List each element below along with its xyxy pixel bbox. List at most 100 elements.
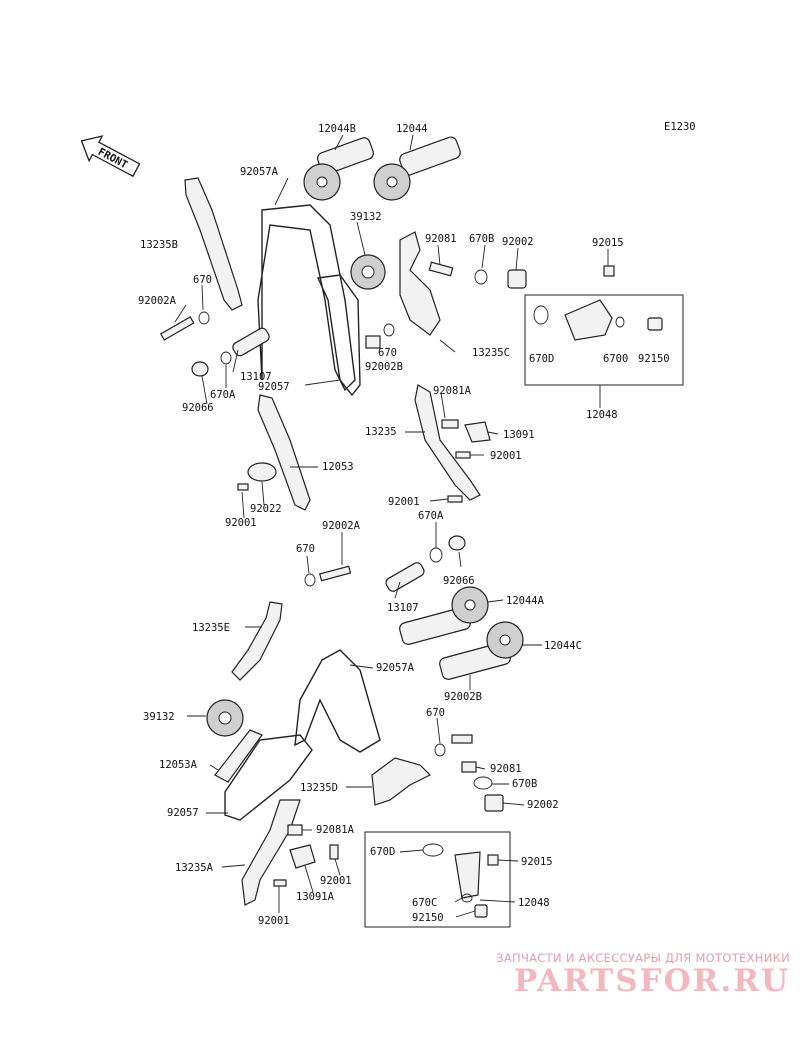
bolt-92002b-bot	[451, 734, 473, 744]
front-arrow: FRONT	[80, 135, 141, 178]
oring-670b-bot	[473, 776, 493, 790]
label-12053a: 12053A	[159, 759, 198, 771]
plug-92066-top	[191, 361, 209, 377]
spring-92081a-top	[441, 419, 459, 429]
camshaft-12044a	[399, 586, 489, 645]
camshaft-12044	[373, 136, 461, 201]
bolt-92015-top	[603, 265, 615, 277]
label-92022: 92022	[250, 503, 282, 515]
label-92057-top: 92057	[258, 381, 290, 393]
chain-guide-12053	[257, 394, 311, 511]
label-39132-bot: 39132	[143, 711, 175, 723]
label-13091: 13091	[503, 429, 535, 441]
bolt-92001-b	[447, 495, 463, 503]
label-92001-e: 92001	[258, 915, 290, 927]
shaft-13107-bot	[385, 562, 425, 592]
chain-guide-13235b	[184, 177, 243, 311]
bolt-92001-e	[273, 879, 287, 887]
bolt-92002b-top	[365, 335, 381, 349]
chain-guide-13235	[414, 384, 481, 501]
label-12044: 12044	[396, 123, 428, 135]
watermark-logo: PARTSFOR.RU	[513, 963, 790, 999]
label-670b-bot: 670B	[512, 778, 537, 790]
label-6700-top: 6700	[603, 353, 628, 365]
bracket-13091a	[289, 844, 316, 869]
bolt-92002a-bot	[318, 565, 352, 582]
idler-gear-39132-top	[350, 254, 386, 290]
bolt-92002-bot	[484, 794, 504, 812]
spring-92081-top	[428, 261, 454, 277]
label-12048-bot: 12048	[518, 897, 550, 909]
bracket-13091	[464, 421, 491, 443]
bolt-92001-a	[455, 451, 471, 459]
camshaft-12044b	[303, 137, 374, 201]
label-92002b-bot: 92002B	[444, 691, 482, 703]
oring-670-bot	[304, 573, 316, 587]
bolt-92001-c	[237, 483, 249, 491]
label-92081a-bot: 92081A	[316, 824, 355, 836]
cam-chain-92057-bot	[224, 734, 313, 821]
bolt-92002-top	[507, 269, 527, 289]
oring-670d-bot	[422, 843, 444, 857]
label-92002a-top: 92002A	[138, 295, 177, 307]
label-670a-bot: 670A	[418, 510, 444, 522]
label-13235a: 13235A	[175, 862, 214, 874]
tensioner-body-12048-bot	[454, 851, 481, 899]
label-13091a: 13091A	[296, 891, 335, 903]
tensioner-assembly-box-top	[524, 294, 684, 386]
oring-670d-top	[533, 305, 549, 325]
bolt-92001-d	[329, 844, 339, 860]
label-92002-top: 92002	[502, 236, 534, 248]
chain-guide-12053a	[214, 729, 263, 783]
label-92001-b: 92001	[388, 496, 420, 508]
cap-92150-top	[647, 317, 663, 331]
label-13235c: 13235C	[472, 347, 510, 359]
oring-670-bot2	[434, 743, 446, 757]
chain-guide-13235a	[241, 799, 301, 906]
label-92057a-top: 92057A	[240, 166, 279, 178]
cap-92150-bot	[474, 904, 488, 918]
label-12044a: 12044A	[506, 595, 545, 607]
label-670b-top: 670B	[469, 233, 494, 245]
tensioner-body-12048-top	[564, 299, 613, 341]
tensioner-13235c	[399, 231, 441, 336]
label-92015-bot: 92015	[521, 856, 553, 868]
label-92066-top: 92066	[182, 402, 214, 414]
label-12048-top: 12048	[586, 409, 618, 421]
label-13107-bot: 13107	[387, 602, 419, 614]
part-labels: E1230 12044B 12044 92057A 39132 92081 67…	[138, 121, 696, 927]
label-670d-bot: 670D	[370, 846, 395, 858]
label-12044b: 12044B	[318, 123, 356, 135]
label-92150-top: 92150	[638, 353, 670, 365]
oring-670a-bot	[429, 547, 443, 563]
label-92001-c: 92001	[225, 517, 257, 529]
label-670c-bot: 670C	[412, 897, 437, 909]
cam-chain-92057a-top	[257, 204, 356, 392]
label-92057-bot: 92057	[167, 807, 199, 819]
idler-gear-39132-bot	[206, 699, 244, 737]
label-13107-top: 13107	[240, 371, 272, 383]
camshaft-12044c	[439, 621, 524, 680]
label-92001-d: 92001	[320, 875, 352, 887]
watermark-tagline: ЗАПЧАСТИ И АКСЕССУАРЫ ДЛЯ МОТОТЕХНИКИ	[496, 951, 790, 965]
plug-92066-bot	[448, 535, 466, 551]
label-92002a-bot: 92002A	[322, 520, 361, 532]
cam-chain-92057-top	[316, 274, 361, 397]
label-670-bot: 670	[296, 543, 315, 555]
oring-670-mid	[383, 323, 395, 337]
oring-670a-top	[220, 351, 232, 365]
washer-92022	[247, 462, 277, 482]
label-92002-bot: 92002	[527, 799, 559, 811]
label-13235e: 13235E	[192, 622, 230, 634]
tensioner-assembly-box-bot	[364, 831, 511, 928]
oring-6700-top	[615, 316, 625, 328]
label-92081a-top: 92081A	[433, 385, 472, 397]
label-92150-bot: 92150	[412, 912, 444, 924]
label-670-top: 670	[193, 274, 212, 286]
diagram-code: E1230	[664, 121, 696, 133]
label-670d-top: 670D	[529, 353, 554, 365]
spring-92081a-bot	[287, 824, 303, 836]
spring-92081-bot	[461, 761, 477, 773]
bolt-92002a-top	[159, 316, 195, 341]
label-670-bot2: 670	[426, 707, 445, 719]
